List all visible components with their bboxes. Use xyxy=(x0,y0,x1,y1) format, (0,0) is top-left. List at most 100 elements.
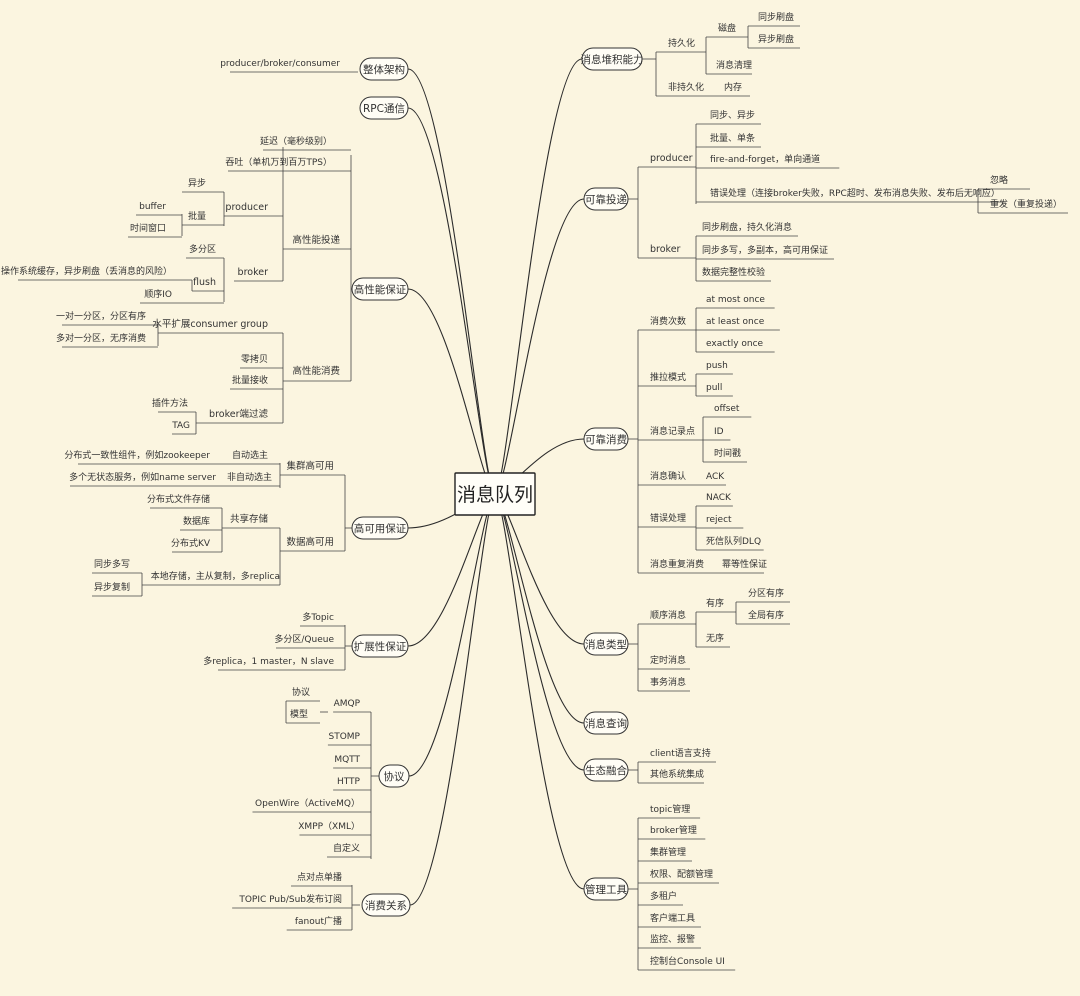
node-console-ui[interactable]: 控制台Console UI xyxy=(650,955,725,967)
node-sequential-io[interactable]: 顺序IO xyxy=(144,288,172,300)
node-error-handling-producer[interactable]: 错误处理（连接broker失败，RPC超时、发布消息失败、发布后无响应） xyxy=(710,187,1000,199)
node-high-perf-delivery[interactable]: 高性能投递 xyxy=(292,234,340,246)
node-reject[interactable]: reject xyxy=(706,515,732,525)
node-scale-consumer-group[interactable]: 水平扩展consumer group xyxy=(152,318,268,330)
node-topic-pubsub[interactable]: TOPIC Pub/Sub发布订阅 xyxy=(238,893,342,905)
node-exactly-once[interactable]: exactly once xyxy=(706,339,764,349)
node-buffer[interactable]: buffer xyxy=(139,202,166,212)
branch-right-1[interactable]: 消息堆积能力 xyxy=(581,47,644,71)
node-memory[interactable]: 内存 xyxy=(724,81,742,93)
node-cluster-mgmt[interactable]: 集群管理 xyxy=(650,846,686,858)
node-message-cleanup[interactable]: 消息清理 xyxy=(716,59,752,71)
node-p2p-unicast[interactable]: 点对点单播 xyxy=(297,871,342,883)
node-producer-right[interactable]: producer xyxy=(650,153,693,164)
node-mqtt[interactable]: MQTT xyxy=(334,755,360,765)
node-id[interactable]: ID xyxy=(714,427,724,437)
node-non-auto-elect[interactable]: 非自动选主 xyxy=(227,471,272,483)
node-os-cache[interactable]: 操作系统缓存，异步刷盘（丢消息的风险） xyxy=(1,265,172,277)
node-fire-and-forget[interactable]: fire-and-forget，单向通道 xyxy=(710,153,820,165)
node-broker-mgmt[interactable]: broker管理 xyxy=(650,824,697,836)
node-partition-ordered[interactable]: 分区有序 xyxy=(748,587,784,599)
branch-right-5[interactable]: 消息查询 xyxy=(583,711,629,735)
node-zookeeper[interactable]: 分布式一致性组件，例如zookeeper xyxy=(64,449,210,461)
node-timestamp[interactable]: 时间戳 xyxy=(714,447,741,459)
node-zero-copy[interactable]: 零拷贝 xyxy=(241,353,268,365)
node-batch-left[interactable]: 批量 xyxy=(188,210,206,222)
node-producer-broker-consumer[interactable]: producer/broker/consumer xyxy=(220,59,340,69)
node-disk[interactable]: 磁盘 xyxy=(718,22,736,34)
node-xmpp[interactable]: XMPP（XML） xyxy=(298,821,360,832)
node-amqp-protocol[interactable]: 协议 xyxy=(292,686,310,698)
node-one-to-one[interactable]: 一对一分区，分区有序 xyxy=(56,310,146,322)
node-offset[interactable]: offset xyxy=(714,404,740,414)
node-tag[interactable]: TAG xyxy=(171,421,190,431)
node-plugin-method[interactable]: 插件方法 xyxy=(152,397,188,409)
node-latency[interactable]: 延迟（毫秒级别） xyxy=(260,135,332,147)
node-database[interactable]: 数据库 xyxy=(183,515,210,527)
node-high-perf-consume[interactable]: 高性能消费 xyxy=(292,365,340,377)
node-data-integrity[interactable]: 数据完整性校验 xyxy=(702,266,765,278)
node-pull[interactable]: pull xyxy=(706,383,722,393)
node-push-pull[interactable]: 推拉模式 xyxy=(650,371,686,383)
node-push[interactable]: push xyxy=(706,361,728,371)
node-multi-replica[interactable]: 多replica，1 master，N slave xyxy=(203,655,334,667)
node-non-persistent[interactable]: 非持久化 xyxy=(668,81,704,93)
node-ordered-msg[interactable]: 顺序消息 xyxy=(650,609,686,621)
node-other-integration[interactable]: 其他系统集成 xyxy=(650,768,704,780)
node-data-ha[interactable]: 数据高可用 xyxy=(286,536,334,548)
node-dfs[interactable]: 分布式文件存储 xyxy=(147,493,210,505)
node-nack[interactable]: NACK xyxy=(706,493,732,503)
branch-left-6[interactable]: 协议 xyxy=(378,764,410,788)
node-async-flush[interactable]: 异步刷盘 xyxy=(758,33,794,45)
node-async-left[interactable]: 异步 xyxy=(188,178,206,189)
branch-right-3[interactable]: 可靠消费 xyxy=(583,427,629,451)
node-permission-mgmt[interactable]: 权限、配额管理 xyxy=(650,868,713,880)
node-flush[interactable]: flush xyxy=(193,277,216,288)
branch-left-3[interactable]: 高性能保证 xyxy=(351,277,409,301)
node-multi-tenant[interactable]: 多租户 xyxy=(650,890,677,902)
node-multi-partition[interactable]: 多分区 xyxy=(189,243,216,255)
branch-right-7[interactable]: 管理工具 xyxy=(583,877,629,901)
node-amqp-model[interactable]: 模型 xyxy=(290,709,308,720)
node-multi-topic[interactable]: 多Topic xyxy=(302,611,334,623)
node-local-storage[interactable]: 本地存储，主从复制，多replica xyxy=(151,570,280,582)
node-duplicate-consume[interactable]: 消息重复消费 xyxy=(650,558,704,570)
node-consume-times[interactable]: 消费次数 xyxy=(650,315,686,327)
node-sync-multi-write[interactable]: 同步多写 xyxy=(94,558,130,570)
branch-right-2[interactable]: 可靠投递 xyxy=(583,187,629,211)
node-client-lang[interactable]: client语言支持 xyxy=(650,747,711,759)
node-sync-async-right[interactable]: 同步、异步 xyxy=(710,110,755,121)
node-global-ordered[interactable]: 全局有序 xyxy=(748,609,784,621)
node-cluster-ha[interactable]: 集群高可用 xyxy=(286,460,334,472)
node-batch-receive[interactable]: 批量接收 xyxy=(232,374,268,386)
branch-left-2[interactable]: RPC通信 xyxy=(359,96,409,120)
node-error-handling-consume[interactable]: 错误处理 xyxy=(650,512,686,524)
node-topic-mgmt[interactable]: topic管理 xyxy=(650,803,690,815)
branch-left-7[interactable]: 消费关系 xyxy=(361,893,411,917)
node-http[interactable]: HTTP xyxy=(337,777,361,787)
node-multi-queue[interactable]: 多分区/Queue xyxy=(274,633,334,645)
node-broker-right[interactable]: broker xyxy=(650,244,681,255)
node-at-most-once[interactable]: at most once xyxy=(706,295,765,305)
node-throughput[interactable]: 吞吐（单机万到百万TPS） xyxy=(225,156,332,168)
node-time-window[interactable]: 时间窗口 xyxy=(130,222,166,234)
node-broker-filter[interactable]: broker端过滤 xyxy=(209,408,268,420)
node-scheduled-msg[interactable]: 定时消息 xyxy=(650,654,686,666)
node-ordered[interactable]: 有序 xyxy=(706,597,724,609)
root-node[interactable]: 消息队列 xyxy=(454,472,536,516)
node-sync-flush[interactable]: 同步刷盘 xyxy=(758,11,794,23)
node-transaction-msg[interactable]: 事务消息 xyxy=(650,676,686,688)
node-many-to-one[interactable]: 多对一分区，无序消费 xyxy=(56,332,146,344)
node-auto-elect[interactable]: 自动选主 xyxy=(232,449,268,461)
node-client-tool[interactable]: 客户端工具 xyxy=(650,912,695,924)
node-stomp[interactable]: STOMP xyxy=(329,732,361,742)
branch-left-1[interactable]: 整体架构 xyxy=(359,57,409,81)
node-persistent[interactable]: 持久化 xyxy=(668,37,695,49)
node-record-point[interactable]: 消息记录点 xyxy=(650,425,695,437)
node-monitor-alert[interactable]: 监控、报警 xyxy=(650,933,695,945)
node-ack-confirm[interactable]: 消息确认 xyxy=(650,470,686,482)
node-openwire[interactable]: OpenWire（ActiveMQ） xyxy=(255,798,360,809)
node-sync-multi-write-ha[interactable]: 同步多写，多副本，高可用保证 xyxy=(702,244,828,256)
node-ack[interactable]: ACK xyxy=(706,472,725,482)
branch-right-6[interactable]: 生态融合 xyxy=(583,758,629,782)
